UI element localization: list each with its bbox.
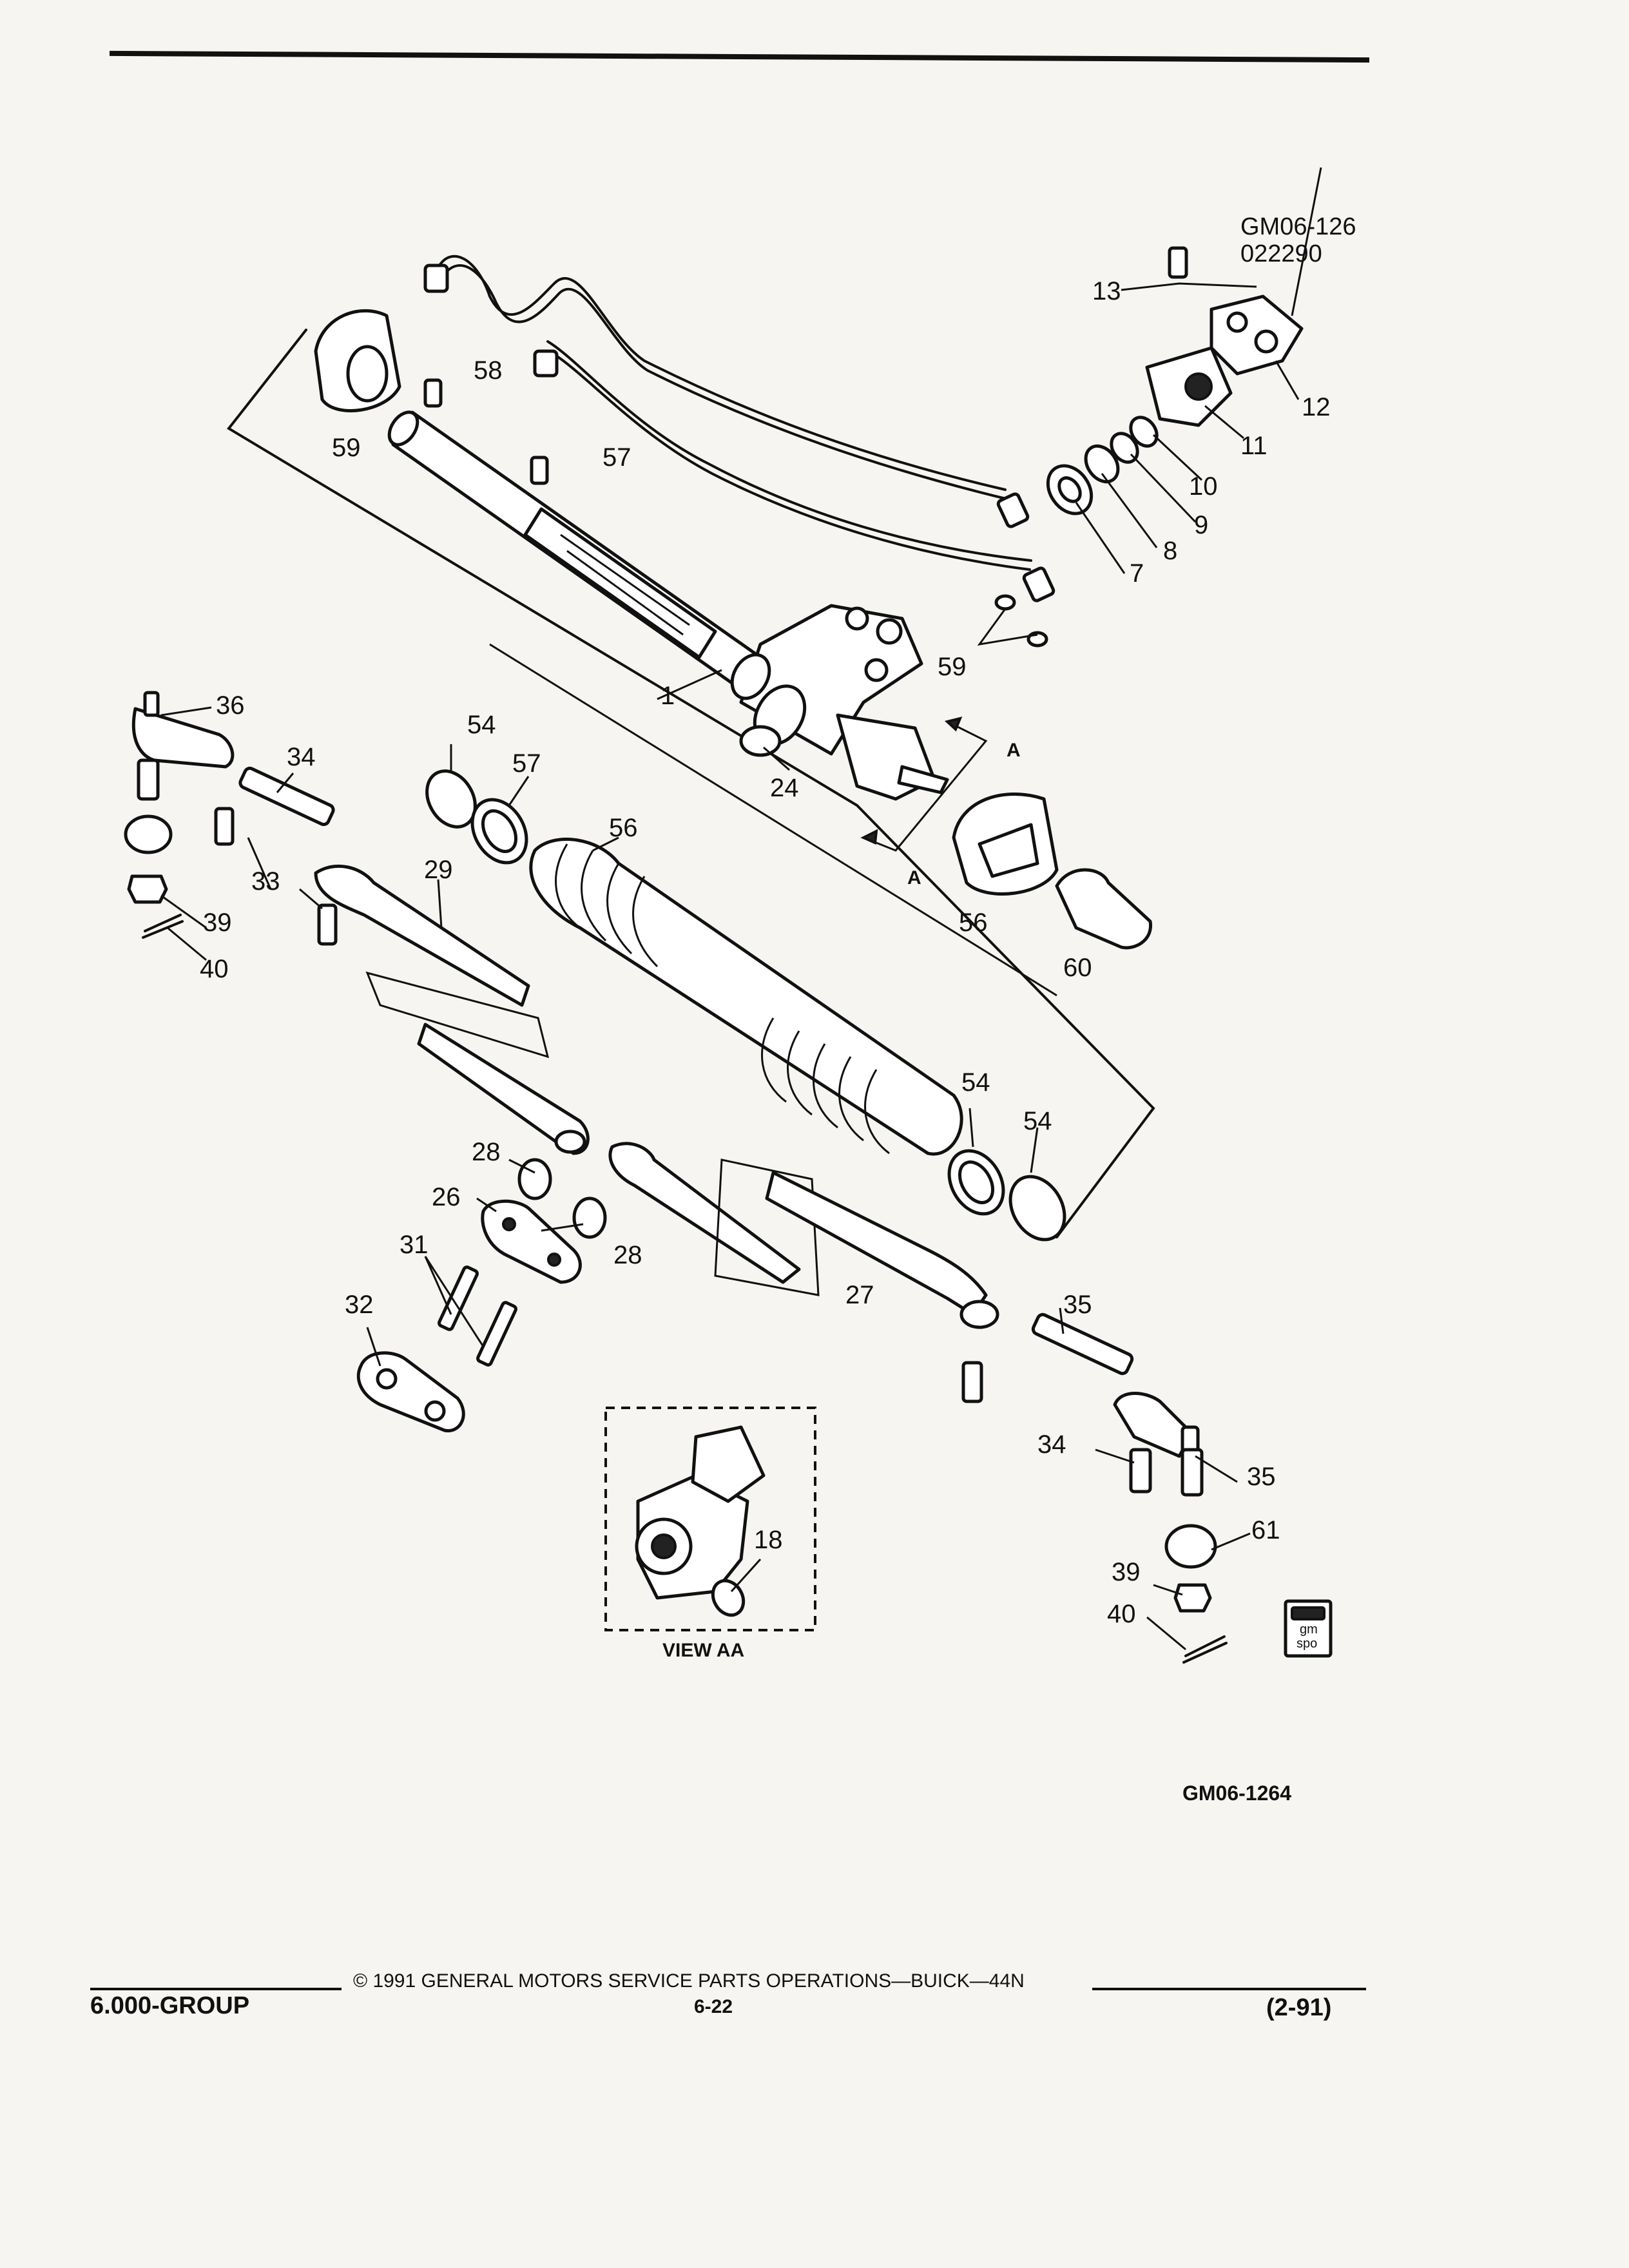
callout-54-top: 57 bbox=[512, 749, 541, 778]
ball-seal-61 bbox=[1164, 1524, 1217, 1569]
ball-stud-left bbox=[124, 814, 173, 854]
figure-id: GM06-1264 bbox=[1182, 1782, 1291, 1805]
callout-7: 7 bbox=[1130, 559, 1144, 588]
ring-18 bbox=[711, 1579, 746, 1617]
callout-58: 58 bbox=[474, 356, 503, 385]
bolt-33-right-a bbox=[961, 1361, 983, 1403]
callout-10: 10 bbox=[1189, 472, 1218, 501]
section-arrow-a-top: A bbox=[1007, 740, 1021, 761]
callout-34-left: 34 bbox=[287, 743, 316, 771]
inner-tie-rod-29 bbox=[314, 864, 530, 1007]
callout-52: 54 bbox=[1023, 1107, 1052, 1135]
callout-28-left: 28 bbox=[472, 1138, 501, 1166]
clamp-51 bbox=[425, 769, 477, 829]
callout-26: 26 bbox=[432, 1183, 461, 1211]
callout-59: 59 bbox=[938, 653, 967, 681]
boot-53 bbox=[529, 838, 963, 1156]
callout-29: 29 bbox=[424, 856, 453, 884]
logo-text-spo: spo bbox=[1296, 1637, 1318, 1651]
cotter-pin-40-right bbox=[1184, 1635, 1226, 1657]
callout-24: 24 bbox=[770, 774, 799, 802]
footer-rule-right bbox=[1092, 1988, 1366, 1990]
nut-39-right bbox=[1173, 1583, 1212, 1613]
plug-24 bbox=[739, 725, 782, 757]
footer-rule-left bbox=[90, 1988, 342, 1990]
bushing-28-right bbox=[572, 1196, 607, 1239]
footer-group: 6.000-GROUP bbox=[90, 1992, 250, 2019]
bolt-31-right bbox=[476, 1301, 517, 1367]
callout-28-right: 28 bbox=[613, 1241, 642, 1269]
callout-11: 11 bbox=[1240, 432, 1268, 460]
callout-18: 18 bbox=[754, 1526, 783, 1554]
inner-tie-rod-27 bbox=[608, 1142, 801, 1284]
insulator-60 bbox=[1055, 868, 1152, 950]
callout-54-bottom: 54 bbox=[961, 1068, 990, 1097]
callout-12: 12 bbox=[1302, 393, 1331, 421]
drawing-code: GM06-126 bbox=[1240, 213, 1356, 240]
callout-13: 13 bbox=[1092, 277, 1121, 305]
bolt-33-right-b bbox=[1129, 1448, 1152, 1494]
callout-56-top: 59 bbox=[332, 434, 361, 462]
callout-32: 32 bbox=[345, 1291, 374, 1319]
callout-35: 35 bbox=[1247, 1463, 1276, 1491]
callout-56-bottom: 56 bbox=[959, 908, 988, 937]
callout-36: 36 bbox=[216, 691, 245, 720]
cotter-pin-40-left bbox=[144, 914, 182, 932]
washer-10 bbox=[1129, 416, 1159, 448]
plate-26 bbox=[481, 1199, 582, 1284]
bolt-33-left-b bbox=[317, 903, 338, 946]
adjuster-sleeve-34-left bbox=[238, 766, 335, 827]
callout-57: 57 bbox=[602, 443, 631, 472]
callout-9: 9 bbox=[1194, 511, 1209, 539]
callout-40-right: 40 bbox=[1107, 1600, 1136, 1628]
callout-53: 56 bbox=[609, 814, 638, 842]
callout-60: 60 bbox=[1063, 954, 1092, 982]
bolt-33-left-a bbox=[214, 807, 235, 846]
nut-39-left bbox=[127, 874, 168, 904]
callout-40-left: 40 bbox=[200, 955, 229, 983]
callout-1: 1 bbox=[660, 682, 675, 710]
drawing-date-code: 022290 bbox=[1240, 240, 1322, 267]
footer-date: (2-91) bbox=[1266, 1994, 1332, 2021]
footer-copyright: © 1991 GENERAL MOTORS SERVICE PARTS OPER… bbox=[353, 1970, 1025, 1992]
callout-51: 54 bbox=[467, 711, 496, 739]
callout-33-left: 33 bbox=[251, 867, 280, 896]
view-aa-label: VIEW AA bbox=[662, 1640, 745, 1661]
adjuster-sleeve-34-right bbox=[1031, 1312, 1134, 1376]
callout-61: 61 bbox=[1251, 1516, 1280, 1544]
pressure-line-58 bbox=[437, 255, 1007, 491]
fitting-57 bbox=[533, 349, 559, 378]
outer-tie-rod-end-35 bbox=[1113, 1392, 1194, 1458]
callout-34-right: 35 bbox=[1063, 1291, 1092, 1319]
plate-32 bbox=[356, 1351, 465, 1432]
bushing-28-left bbox=[517, 1158, 552, 1200]
fitting-58 bbox=[423, 264, 449, 293]
callout-8: 8 bbox=[1163, 537, 1178, 565]
footer-page-number: 6-22 bbox=[694, 1996, 733, 2017]
logo-text-gm: gm bbox=[1300, 1622, 1318, 1637]
clamp-52 bbox=[1008, 1175, 1066, 1242]
callout-39-left: 39 bbox=[203, 908, 232, 937]
section-arrow-a-bottom: A bbox=[907, 867, 921, 889]
callout-33-right: 34 bbox=[1037, 1430, 1066, 1459]
pressure-line-57 bbox=[546, 340, 1032, 562]
callout-27: 27 bbox=[845, 1281, 874, 1309]
callout-39-right: 39 bbox=[1112, 1558, 1141, 1586]
bolt-13 bbox=[1168, 246, 1188, 279]
seal-8 bbox=[1084, 444, 1120, 484]
callout-31: 31 bbox=[400, 1231, 429, 1259]
bolt-31-left bbox=[438, 1265, 479, 1331]
assembly-bracket bbox=[227, 329, 1155, 1238]
